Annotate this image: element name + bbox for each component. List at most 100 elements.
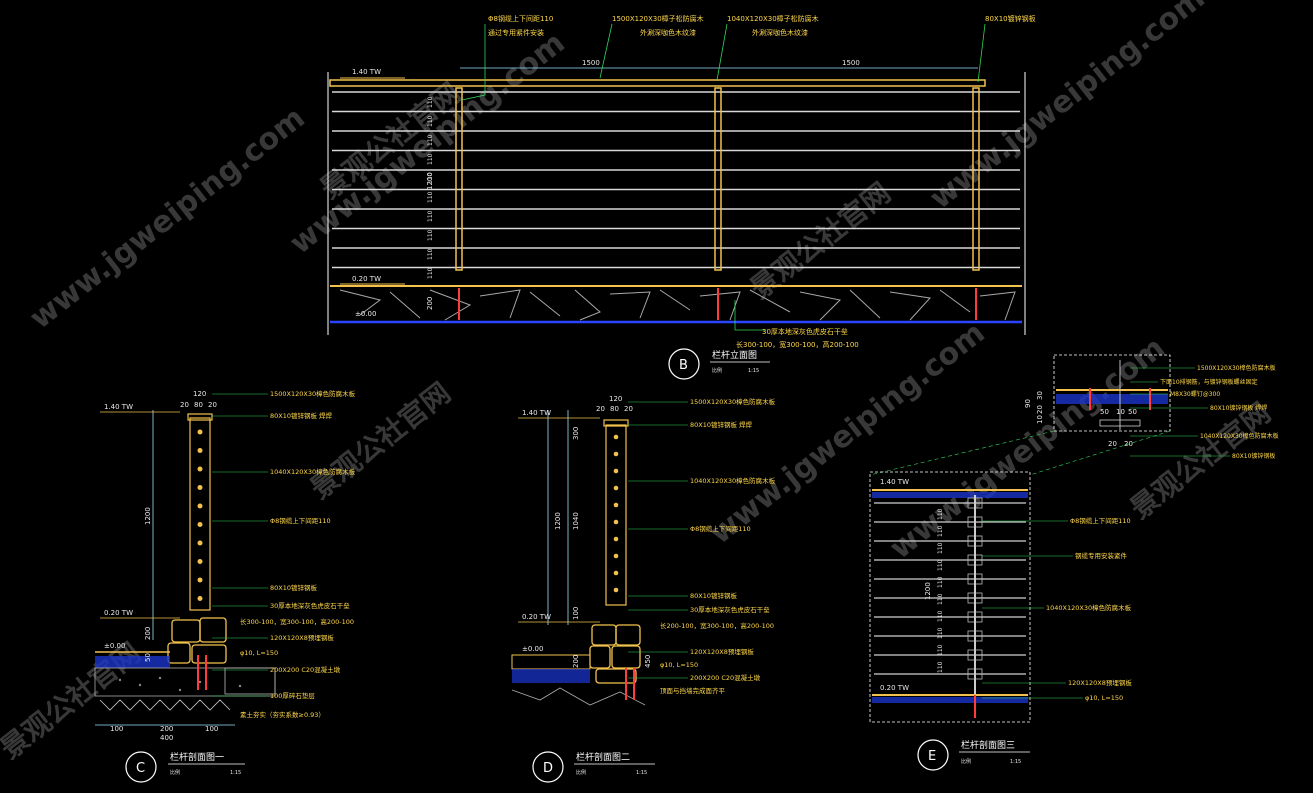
post-mid bbox=[714, 87, 722, 271]
note: 80X10镀锌钢板 焊焊 bbox=[1210, 404, 1267, 412]
cable-dot bbox=[197, 485, 203, 490]
cable-dot bbox=[197, 448, 203, 453]
section-c: 1.40 TW 0.20 TW ±0.00 120 20 80 20 1200 … bbox=[94, 389, 356, 783]
watermark-url: www.jgweiping.com bbox=[23, 100, 311, 336]
note: 钢缆专用安装紧件 bbox=[1075, 551, 1128, 560]
cable-dot bbox=[613, 485, 619, 491]
dim: 20 bbox=[208, 401, 217, 409]
note: φ10, L=150 bbox=[240, 649, 278, 657]
height: 1200 bbox=[924, 582, 932, 600]
post-left bbox=[455, 87, 463, 271]
spacing-dim: 110 bbox=[427, 115, 434, 127]
detail-box bbox=[1053, 354, 1171, 432]
cables bbox=[332, 91, 1020, 269]
scale-label: 比例 bbox=[712, 367, 722, 374]
note: 顶面与挡墙完成面齐平 bbox=[660, 686, 726, 695]
note: Φ8钢缆上下间距110 bbox=[1070, 516, 1131, 525]
spacing-dim: 110 bbox=[937, 610, 944, 622]
spacing-dim: 110 bbox=[937, 593, 944, 605]
scale-label: 比例 bbox=[961, 758, 971, 765]
watermark-cn: 景观公社官网 bbox=[0, 636, 147, 765]
note: φ10, L=150 bbox=[660, 661, 698, 669]
label-circle bbox=[668, 348, 700, 380]
spacing-dim: 110 bbox=[937, 627, 944, 639]
cable-dot bbox=[613, 519, 619, 525]
section-e: 50 10 50 20 20 30 20 10 90 1500X120X30樟色… bbox=[869, 354, 1279, 771]
dim: 90 bbox=[1024, 399, 1032, 408]
cable-dot bbox=[197, 429, 203, 435]
label-letter: E bbox=[928, 749, 936, 764]
note: 1500X120X30樟色防腐木板 bbox=[1197, 364, 1276, 372]
cable-dot bbox=[613, 502, 619, 508]
cable-dots bbox=[197, 429, 203, 601]
title: 栏杆立面图 bbox=[712, 349, 757, 361]
top-rail bbox=[329, 79, 986, 87]
cable-dot bbox=[613, 587, 619, 593]
title: 栏杆剖面图二 bbox=[576, 751, 630, 763]
spacing-dim: 110 bbox=[427, 229, 434, 241]
dim: 20 bbox=[180, 401, 189, 409]
spacing-dim: 110 bbox=[937, 508, 944, 520]
dim: 20 bbox=[624, 405, 633, 413]
scale-label: 比例 bbox=[576, 769, 586, 776]
post bbox=[189, 417, 211, 611]
title: 栏杆剖面图三 bbox=[961, 739, 1015, 751]
spacing-dim: 110 bbox=[427, 248, 434, 260]
cable-dot bbox=[197, 596, 203, 601]
elevation-b: 1.40 TW 0.20 TW ±0.00 1500 1500 1200 200… bbox=[327, 14, 1036, 380]
level-top: 1.40 TW bbox=[522, 409, 551, 417]
note: 200X200 C20混凝土墩 bbox=[690, 673, 761, 682]
base-dim: 200 bbox=[426, 297, 434, 310]
span-left: 1500 bbox=[582, 59, 600, 67]
spacing-dim: 110 bbox=[427, 210, 434, 222]
note: 1040X120X30樟子松防腐木 bbox=[727, 14, 819, 23]
dim: 20 bbox=[1036, 405, 1044, 414]
section-d: 1.40 TW 0.20 TW ±0.00 120 20 80 20 300 1… bbox=[511, 395, 776, 783]
cable-dot bbox=[613, 434, 619, 440]
watermark-url: www.jgweiping.com bbox=[923, 0, 1211, 216]
watermark-cn: 景观公社官网 bbox=[1124, 396, 1277, 525]
dim: 20 bbox=[596, 405, 605, 413]
note: 100厚碎石垫层 bbox=[270, 691, 315, 700]
note: 1500X120X30樟子松防腐木 bbox=[612, 14, 704, 23]
stone-wall bbox=[167, 617, 227, 664]
dim: 300 bbox=[572, 427, 580, 440]
level-top: 1.40 TW bbox=[352, 68, 381, 76]
note: 30厚本地深灰色虎皮石干垒 bbox=[762, 327, 848, 336]
dim: 30 bbox=[1036, 391, 1044, 400]
spacing-dim: 110 bbox=[427, 267, 434, 279]
note: 120X120X8预埋钢板 bbox=[270, 633, 334, 642]
note: 80X10镀锌钢板 焊焊 bbox=[690, 420, 753, 429]
cable-dot bbox=[197, 577, 203, 583]
level-zero: ±0.00 bbox=[104, 642, 125, 650]
note: 1040X120X30樟色防腐木板 bbox=[1046, 603, 1132, 612]
dim: 1200 bbox=[554, 512, 562, 530]
height-total: 1200 bbox=[426, 172, 434, 190]
note: 通过专用紧件安装 bbox=[488, 28, 544, 37]
spacing-dim: 110 bbox=[937, 576, 944, 588]
dim: 100 bbox=[110, 725, 123, 733]
height: 1200 bbox=[144, 507, 152, 525]
dim: 200 bbox=[160, 725, 173, 733]
note: 外涮深咖色木纹漆 bbox=[640, 28, 696, 37]
note: 长200-100，宽300-100，高200-100 bbox=[660, 621, 774, 630]
note: 外涮深咖色木纹漆 bbox=[752, 28, 808, 37]
note: 80X10镀锌钢板 bbox=[270, 583, 317, 592]
note: 长300-100，宽300-100，高200-100 bbox=[240, 617, 354, 626]
level-zero: ±0.00 bbox=[522, 645, 543, 653]
note: 120X120X8预埋钢板 bbox=[690, 647, 754, 656]
base: 50 bbox=[144, 653, 152, 662]
dim: 120 bbox=[193, 390, 206, 398]
base: 200 bbox=[144, 627, 152, 640]
dim: 100 bbox=[572, 607, 580, 620]
spacing-dim: 110 bbox=[427, 191, 434, 203]
note: 1040X120X30樟色防腐木板 bbox=[270, 467, 356, 476]
label-letter: B bbox=[679, 358, 688, 373]
cable-dot bbox=[613, 468, 619, 474]
spacing-dim: 110 bbox=[937, 644, 944, 656]
post-right bbox=[972, 87, 980, 271]
dim: 80 bbox=[194, 401, 203, 409]
